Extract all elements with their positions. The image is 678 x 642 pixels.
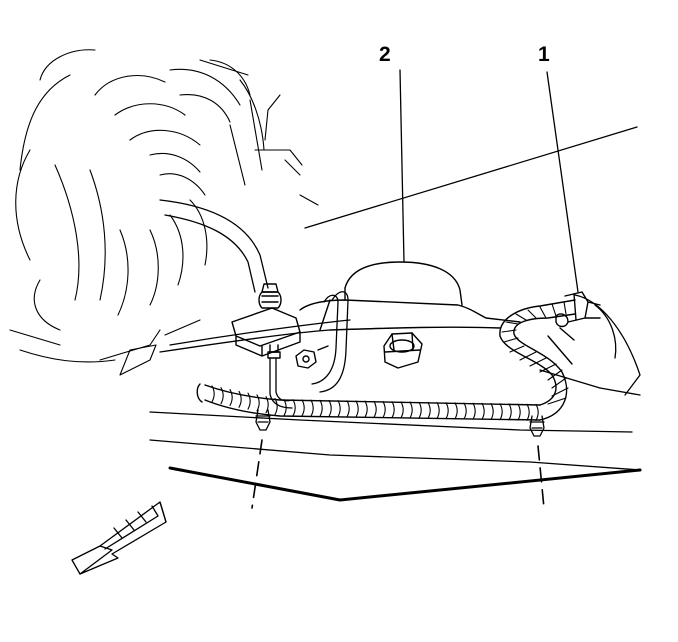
harness-rib [548,370,562,380]
harness-rib [437,403,439,419]
harness-rib [311,400,313,416]
harness-rib [284,400,286,416]
hex-nut [384,333,422,368]
wiring-harness [197,292,600,420]
harness-rib [464,403,466,419]
push-pin-right [530,416,544,436]
harness-rib [230,390,232,406]
harness-rib [293,400,295,416]
harness-rib [491,404,493,420]
harness-rib [320,400,322,416]
harness-rib [347,401,349,417]
connector-bracket [232,284,328,368]
callout-label-1: 1 [538,43,550,66]
harness-rib [446,403,448,419]
harness-rib [302,400,304,416]
harness-rib [356,401,358,417]
harness-rib [212,386,214,402]
install-guide-lines [252,440,544,508]
harness-rib [552,388,568,396]
harness-rib [528,310,536,318]
harness-rib [275,399,277,415]
harness-rib [506,322,518,324]
harness-rib [548,398,566,404]
harness-rib [527,404,529,420]
harness-rib [365,401,367,417]
harness-rib [392,402,394,418]
mount-pad [300,262,520,330]
wheel-well-sketch [10,50,318,375]
harness-rib [500,404,502,420]
harness-rib [504,338,518,342]
harness-rib [419,402,421,418]
harness-rib [536,404,538,420]
callout-leaders [400,70,578,292]
harness-rib [540,364,556,372]
direction-arrow-icon [72,502,166,574]
floor-pan-outline [150,127,640,500]
harness-rib [520,352,536,360]
push-pin-left [256,410,270,430]
harness-rib [502,330,516,332]
harness-rib [248,393,250,409]
harness-rib [428,402,430,418]
harness-rib [374,401,376,417]
harness-rib [410,402,412,418]
harness-rib [329,400,331,416]
harness-rib [552,378,566,388]
harness-rib [518,404,520,420]
harness-rib [266,397,268,413]
harness-rib [509,404,511,420]
harness-rib [338,401,340,417]
harness-rib [564,302,566,314]
hose [160,200,268,292]
harness-rib [482,403,484,419]
harness-rib [383,401,385,417]
harness-rib [455,403,457,419]
harness-rib [401,402,403,418]
jumper-wire [270,292,348,408]
harness-rib [510,346,524,352]
callout-label-2: 2 [379,43,391,66]
harness-rib [516,314,526,320]
harness-rib [239,391,241,407]
harness-rib [473,403,475,419]
harness-rib [221,388,223,404]
harness-rib [540,307,546,318]
harness-rib [552,304,556,316]
harness-rib [530,358,546,366]
